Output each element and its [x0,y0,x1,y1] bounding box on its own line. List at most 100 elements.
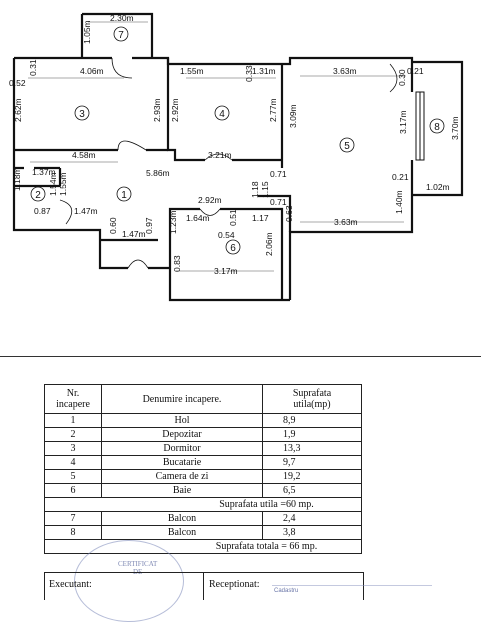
dim-label: 0.52 [9,78,26,88]
cell-area: 6,5 [262,483,362,498]
cell-nr: 8 [44,525,102,540]
dim-label: 1.23m [168,210,178,234]
cell-name: Depozitar [101,427,263,442]
dim-label: 0.54 [218,230,235,240]
dim-label: 0.97 [144,217,154,234]
cell-name: Hol [101,413,263,428]
dim-label: 1.05m [82,20,92,44]
area-table: Nr.incapere Denumire incapere. Suprafata… [44,384,362,554]
header-nr: Nr.incapere [44,384,102,414]
dim-label: 0.21 [407,66,424,76]
dim-label: 4.58m [72,150,96,160]
dim-label: 3.17m [214,266,238,276]
dim-label: 1.64m [186,213,210,223]
dim-label: 3.63m [334,217,358,227]
dim-label: 3.21m [208,150,232,160]
header-name: Denumire incapere. [101,384,263,414]
dim-label: 0.71 [270,169,287,179]
cell-area: 9,7 [262,455,362,470]
cell-nr: 7 [44,511,102,526]
cell-area: 3,8 [262,525,362,540]
cell-name: Baie [101,483,263,498]
dim-label: 3.09m [288,104,298,128]
dim-label: 1.54m [48,172,58,196]
cell-name: Balcon [101,525,263,540]
cell-area: 2,4 [262,511,362,526]
stamp-line1: CERTIFICAT [118,560,158,568]
header-nr-line2: incapere [56,399,90,410]
dim-label: 0.63 [284,205,294,222]
cell-area: 13,3 [262,441,362,456]
table-row-subtotal: Suprafata utila =60 mp. [44,497,362,512]
dim-label: 1.47m [122,229,146,239]
cell-nr: 1 [44,413,102,428]
cell-nr: 6 [44,483,102,498]
dim-label: 1.37m [32,167,56,177]
floor-plan: 7 3 4 5 8 2 1 6 2.30m 1.05m 4.06m 0.31 0… [9,12,464,302]
right-stamp [272,585,432,600]
dim-label: 1.47m [74,206,98,216]
dim-label: 2.77m [268,98,278,122]
room-1-number: 1 [121,190,127,201]
header-nr-line1: Nr. [66,388,80,399]
room-5-number: 5 [344,141,350,152]
dim-label: 0.21 [392,172,409,182]
signature-block: Executant: Receptionat: [44,572,364,600]
dim-label: 1.17 [252,213,269,223]
dim-label: 0.33 [244,65,254,82]
dim-label: 0.31 [28,59,38,76]
room-3-number: 3 [79,109,85,120]
dim-label: 1.55m [180,66,204,76]
room-7-number: 7 [118,30,124,41]
dim-label: 1.31m [252,66,276,76]
right-stamp-text: Cadastru [274,588,299,594]
dim-label: 2.62m [13,98,23,122]
dim-label: 0.71 [270,197,287,207]
dim-label: 5.86m [146,168,170,178]
cell-name: Camera de zi [101,469,263,484]
dim-label: 1.40m [394,190,404,214]
cell-area: 8,9 [262,413,362,428]
dim-label: 0.60 [108,217,118,234]
cell-name: Bucatarie [101,455,263,470]
signature-divider [203,573,204,600]
receptionat-label: Receptionat: [209,579,260,590]
dim-label: 0.87 [34,206,51,216]
cell-name: Dormitor [101,441,263,456]
dim-label: 0.30 [397,69,407,86]
dim-label: 3.17m [398,110,408,134]
dim-label: 2.06m [264,232,274,256]
divider-line [0,356,481,357]
dim-label: 1.18 [250,181,260,198]
dim-label: 2.92m [198,195,222,205]
room-6-number: 6 [230,243,236,254]
cell-nr: 3 [44,441,102,456]
dim-label: 1.18m [12,167,22,191]
dim-label: 2.30m [110,13,134,23]
dim-label: 0.51 [228,209,238,226]
dim-label: 3.70m [450,116,460,140]
header-area-line1: Suprafata [292,388,332,399]
cell-area: 1,9 [262,427,362,442]
cell-area: 19,2 [262,469,362,484]
dim-label: 3.63m [333,66,357,76]
cell-nr: 4 [44,455,102,470]
dim-label: 4.06m [80,66,104,76]
executant-label: Executant: [49,579,92,590]
cell-name: Balcon [101,511,263,526]
room-2-number: 2 [35,190,41,201]
room-8-number: 8 [434,122,440,133]
dim-label: 1.15 [260,181,270,198]
cell-nr: 2 [44,427,102,442]
room-4-number: 4 [219,109,225,120]
dim-label: 1.02m [426,182,450,192]
dim-label: 0.83 [172,255,182,272]
cell-nr: 5 [44,469,102,484]
dim-label: 1.55m [58,172,68,196]
dim-label: 2.93m [152,98,162,122]
